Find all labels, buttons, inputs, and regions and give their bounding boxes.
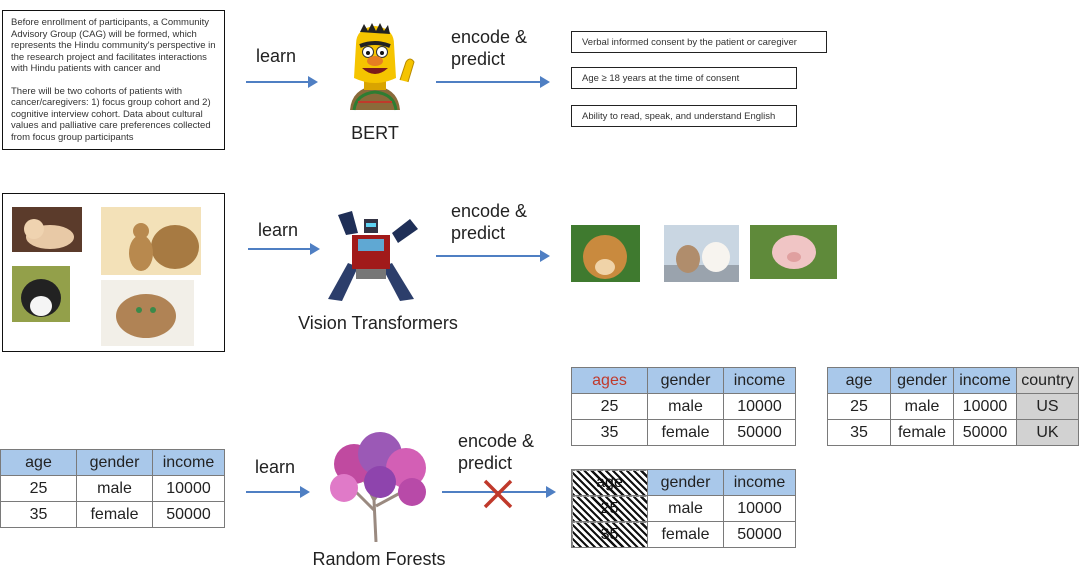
learn-label-3: learn bbox=[255, 457, 296, 477]
cross-icon bbox=[483, 479, 513, 509]
table-cell: 35 bbox=[571, 419, 648, 446]
table-row: 25 male 10000 bbox=[571, 393, 796, 420]
table-row: 35 female 50000 bbox=[571, 419, 796, 446]
table-cell: US bbox=[1016, 393, 1079, 420]
output-criterion-3: Ability to read, speak, and understand E… bbox=[571, 105, 797, 127]
table-cell: 10000 bbox=[953, 393, 1017, 420]
output-col-income: income bbox=[723, 469, 796, 496]
output-col-income: income bbox=[953, 367, 1017, 394]
cat-photo-2 bbox=[101, 207, 201, 275]
output-col-gender: gender bbox=[647, 469, 724, 496]
document-paragraph-1: Before enrollment of participants, a Com… bbox=[11, 17, 216, 74]
table-cell: male bbox=[890, 393, 954, 420]
text-document-box: Before enrollment of participants, a Com… bbox=[2, 10, 225, 150]
encode-label-3-line1: encode & bbox=[458, 431, 535, 451]
table-cell: 35 bbox=[827, 419, 891, 446]
input-col-age: age bbox=[0, 449, 77, 476]
input-col-income: income bbox=[152, 449, 225, 476]
table-cell: 50000 bbox=[953, 419, 1017, 446]
table-row: 35 female 50000 bbox=[571, 521, 796, 548]
output-col-age-removed: age bbox=[571, 469, 648, 496]
learn-arrow-3 bbox=[246, 486, 310, 498]
table-cell: male bbox=[647, 495, 724, 522]
output-table-hatched: age gender income 25 male 10000 35 femal… bbox=[571, 469, 796, 548]
output-col-gender: gender bbox=[890, 367, 954, 394]
output-table-ages: ages gender income 25 male 10000 35 fema… bbox=[571, 367, 796, 446]
table-cell: female bbox=[647, 419, 724, 446]
table-cell: 50000 bbox=[152, 501, 225, 528]
table-cell: female bbox=[890, 419, 954, 446]
cat-images-box bbox=[2, 193, 225, 352]
table-cell: 10000 bbox=[723, 393, 796, 420]
learn-arrow-1 bbox=[246, 76, 318, 88]
encode-label-2-line1: encode & bbox=[451, 201, 528, 221]
table-cell: female bbox=[647, 521, 724, 548]
model-label-rf: Random Forests bbox=[312, 549, 446, 569]
table-cell: 10000 bbox=[723, 495, 796, 522]
model-label-vit: Vision Transformers bbox=[298, 313, 458, 333]
table-cell: 25 bbox=[571, 495, 648, 522]
encode-arrow-1 bbox=[436, 76, 550, 88]
table-cell: 50000 bbox=[723, 521, 796, 548]
output-criterion-1: Verbal informed consent by the patient o… bbox=[571, 31, 827, 53]
table-cell: UK bbox=[1016, 419, 1079, 446]
encode-arrow-2 bbox=[436, 250, 550, 262]
table-cell: 35 bbox=[0, 501, 77, 528]
output-table-country: age gender income country 25 male 10000 … bbox=[827, 367, 1079, 446]
output-col-age: age bbox=[827, 367, 891, 394]
cat-photo-4 bbox=[101, 280, 194, 346]
output-criterion-2: Age ≥ 18 years at the time of consent bbox=[571, 67, 797, 89]
bert-character-icon bbox=[350, 23, 415, 111]
encode-label-1-line2: predict bbox=[451, 49, 506, 69]
encode-label-3-line2: predict bbox=[458, 453, 513, 473]
table-cell: 35 bbox=[571, 521, 648, 548]
tree-icon bbox=[330, 432, 426, 542]
table-row: 25 male 10000 bbox=[571, 495, 796, 522]
table-cell: 25 bbox=[0, 475, 77, 502]
table-row: 35 female 50000 bbox=[0, 501, 225, 528]
output-col-country: country bbox=[1016, 367, 1079, 394]
table-cell: 25 bbox=[571, 393, 648, 420]
table-cell: 25 bbox=[827, 393, 891, 420]
output-col-ages: ages bbox=[571, 367, 648, 394]
table-cell: male bbox=[76, 475, 153, 502]
robot-transformer-icon bbox=[328, 211, 418, 301]
model-label-bert: BERT bbox=[351, 123, 399, 143]
puppy-bunny-photo bbox=[664, 225, 739, 282]
document-paragraph-2: There will be two cohorts of patients wi… bbox=[11, 85, 211, 143]
cat-photo-3 bbox=[12, 266, 70, 322]
table-row: 25 male 10000 US bbox=[827, 393, 1079, 420]
input-col-gender: gender bbox=[76, 449, 153, 476]
table-cell: 10000 bbox=[152, 475, 225, 502]
table-cell: male bbox=[647, 393, 724, 420]
output-col-income: income bbox=[723, 367, 796, 394]
table-row: 25 male 10000 bbox=[0, 475, 225, 502]
table-row: 35 female 50000 UK bbox=[827, 419, 1079, 446]
learn-arrow-2 bbox=[248, 243, 320, 255]
encode-label-2-line2: predict bbox=[451, 223, 506, 243]
piglet-photo bbox=[750, 225, 837, 279]
output-col-gender: gender bbox=[647, 367, 724, 394]
learn-label-2: learn bbox=[258, 220, 299, 240]
input-table: age gender income 25 male 10000 35 femal… bbox=[0, 449, 225, 528]
dog-photo bbox=[571, 225, 640, 282]
cat-photo-1 bbox=[12, 207, 82, 252]
learn-label-1: learn bbox=[256, 46, 297, 66]
table-cell: 50000 bbox=[723, 419, 796, 446]
table-cell: female bbox=[76, 501, 153, 528]
encode-label-1-line1: encode & bbox=[451, 27, 528, 47]
